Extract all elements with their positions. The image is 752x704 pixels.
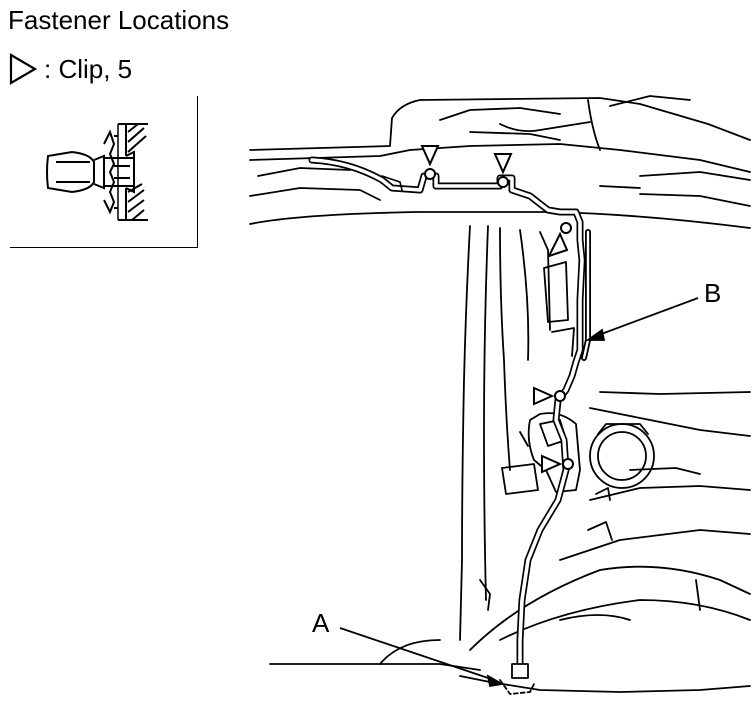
clip-marker-3 — [547, 231, 569, 258]
legend: : Clip, 5 — [8, 52, 132, 86]
clip-detail-drawing — [46, 123, 148, 221]
clip-marker-5 — [541, 454, 563, 474]
clip-detail-inset — [10, 96, 198, 248]
clip-marker-2 — [493, 153, 513, 175]
clip-marker-4 — [533, 386, 555, 406]
clip-triangle-icon — [9, 53, 38, 85]
callout-b-label: B — [704, 278, 722, 308]
clip-marker-1 — [420, 145, 440, 167]
legend-text: : Clip, 5 — [44, 53, 133, 84]
page-title: Fastener Locations — [8, 5, 230, 35]
callout-a-label: A — [312, 608, 330, 638]
